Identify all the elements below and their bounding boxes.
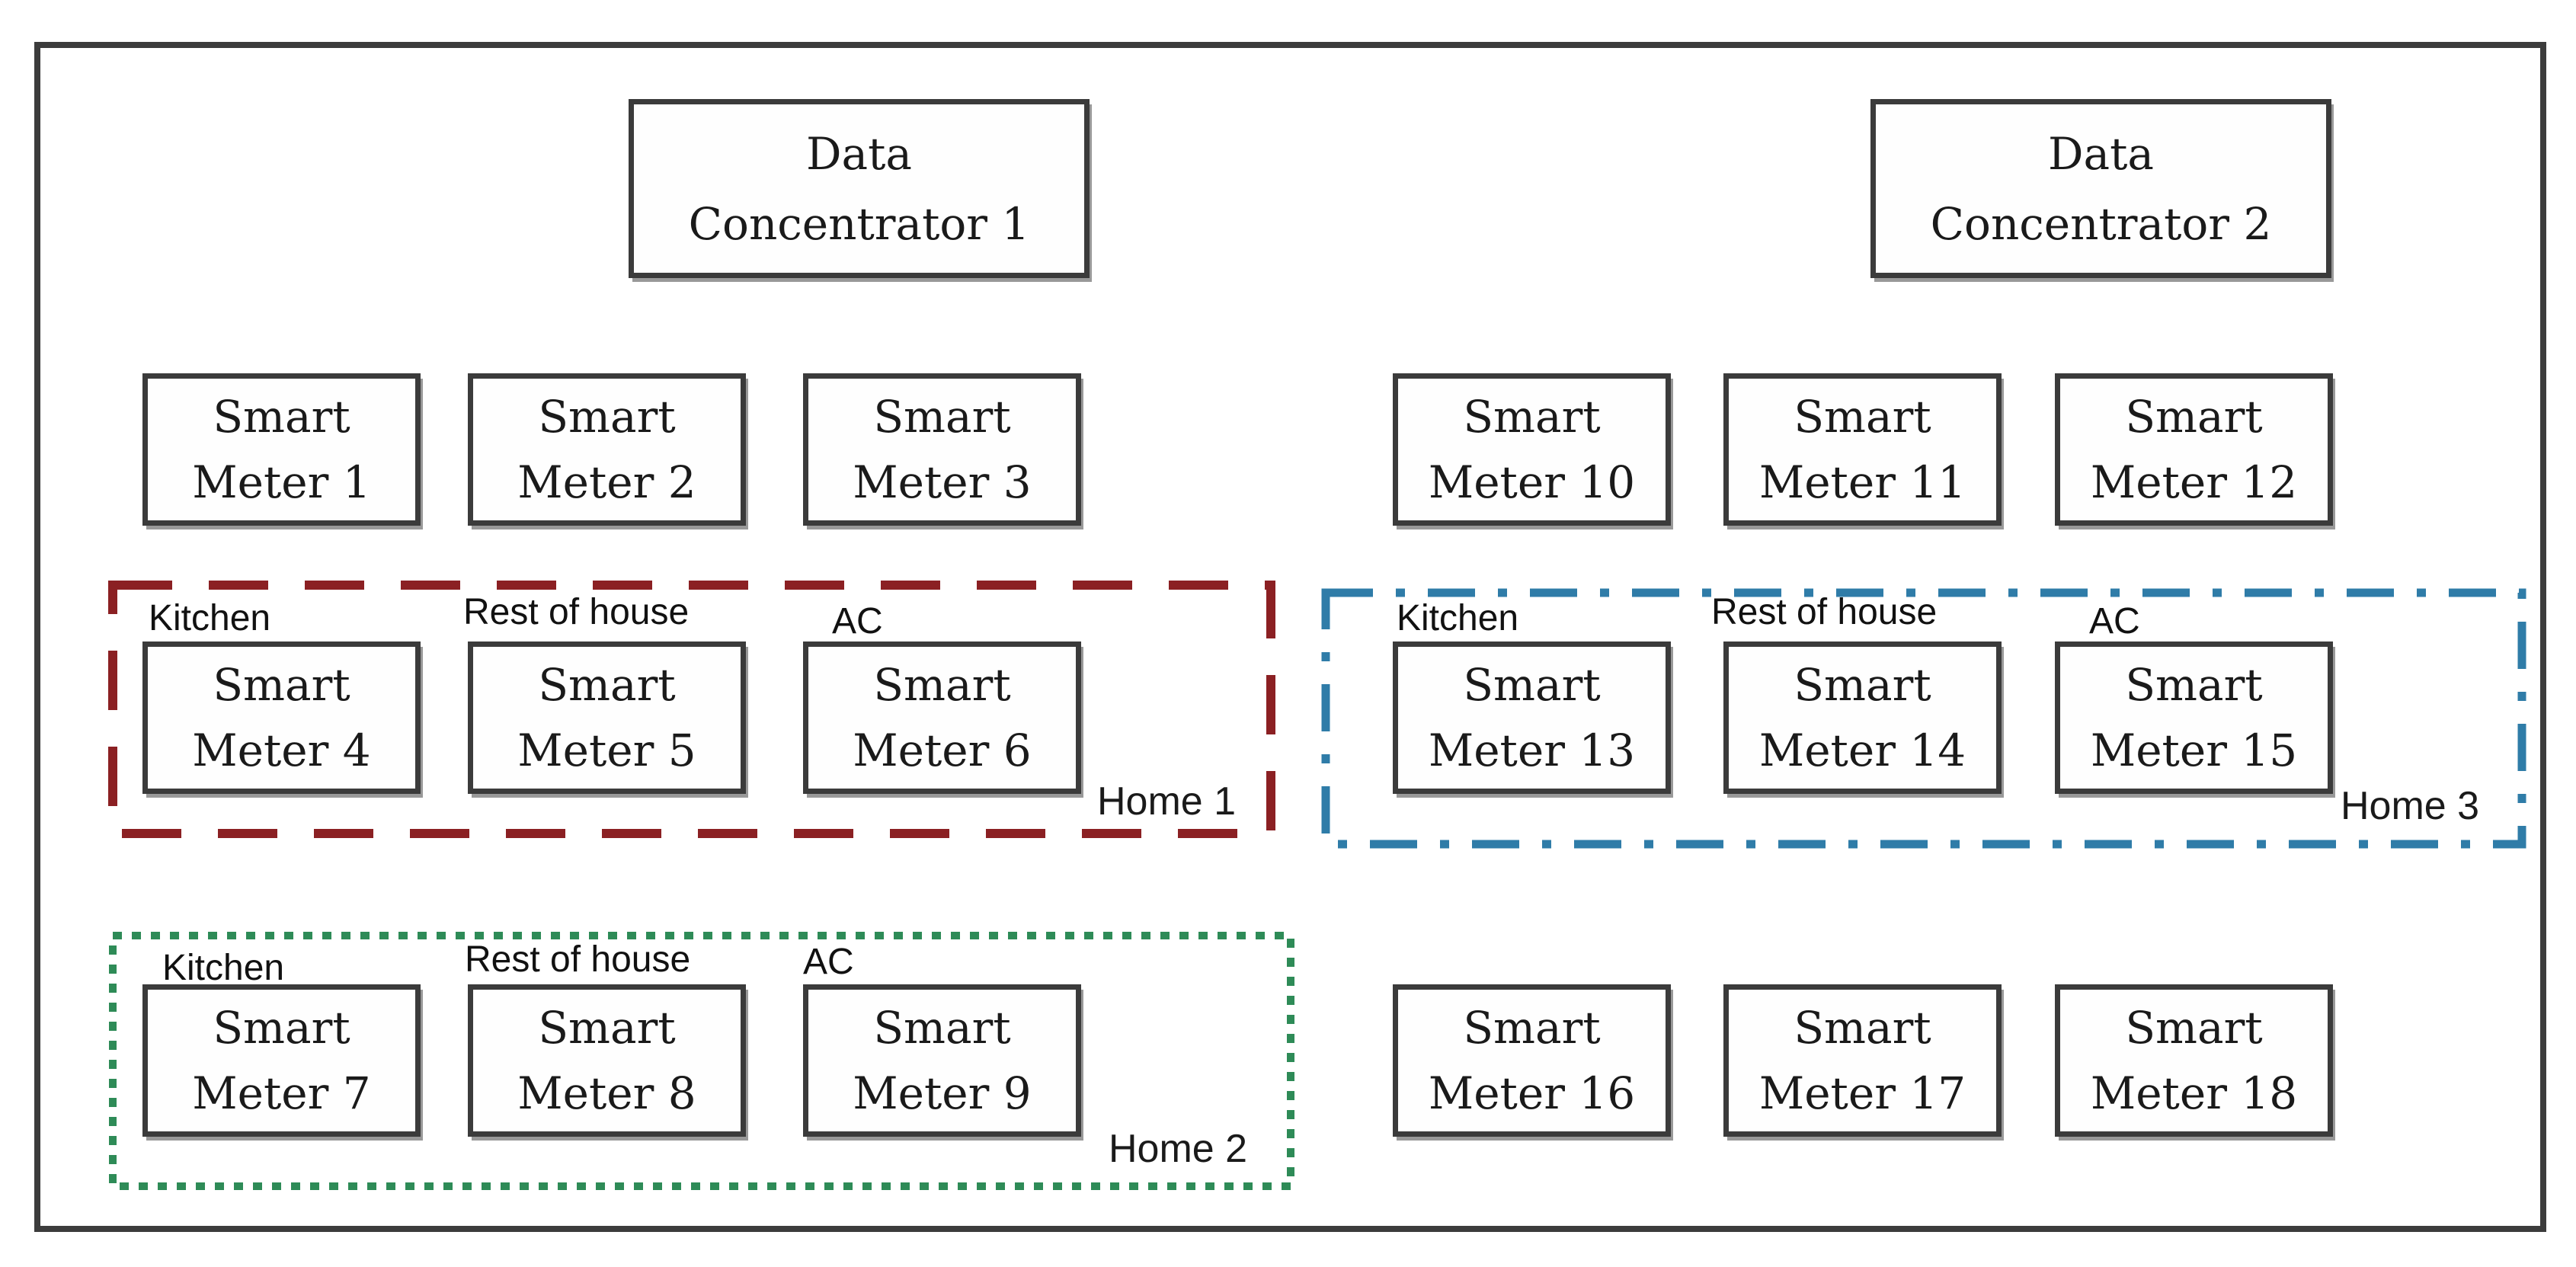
smart-meter-5-label-line1: Smart <box>538 659 676 711</box>
smart-meter-16-label-line1: Smart <box>1463 1002 1601 1054</box>
home-3-boundary <box>1321 588 2526 849</box>
home-3-room-label-kitchen: Kitchen <box>1397 598 1519 638</box>
data-concentrator-1-box: Data Concentrator 1 <box>629 99 1090 278</box>
smart-meter-6-box: Smart Meter 6 <box>803 641 1081 794</box>
smart-meter-5-box: Smart Meter 5 <box>468 641 746 794</box>
home-2-label: Home 2 <box>1109 1127 1248 1171</box>
smart-meter-3-label-line1: Smart <box>873 391 1011 443</box>
smart-meter-8-box: Smart Meter 8 <box>468 984 746 1137</box>
smart-meter-17-label-line1: Smart <box>1794 1002 1931 1054</box>
home-3-room-label-ac: AC <box>2089 601 2140 641</box>
smart-meter-18-box: Smart Meter 18 <box>2055 984 2333 1137</box>
smart-meter-14-label-line1: Smart <box>1794 659 1931 711</box>
smart-meter-18-label-line1: Smart <box>2125 1002 2263 1054</box>
smart-meter-16-label-line2: Meter 16 <box>1428 1067 1636 1119</box>
data-concentrator-1-label-line2: Concentrator 1 <box>688 197 1030 250</box>
smart-meter-7-label-line1: Smart <box>213 1002 350 1054</box>
smart-meter-11-label-line2: Meter 11 <box>1758 456 1966 508</box>
smart-meter-2-label-line2: Meter 2 <box>517 456 696 508</box>
home-3-label: Home 3 <box>2341 784 2480 828</box>
smart-meter-14-box: Smart Meter 14 <box>1723 641 2002 794</box>
smart-meter-4-label-line1: Smart <box>213 659 350 711</box>
smart-meter-17-box: Smart Meter 17 <box>1723 984 2002 1137</box>
smart-meter-1-box: Smart Meter 1 <box>142 373 421 526</box>
smart-meter-6-label-line2: Meter 6 <box>853 725 1032 776</box>
home-1-room-label-rest-of-house: Rest of house <box>463 592 690 632</box>
data-concentrator-2-box: Data Concentrator 2 <box>1870 99 2331 278</box>
smart-meter-11-box: Smart Meter 11 <box>1723 373 2002 526</box>
smart-meter-1-label-line1: Smart <box>213 391 350 443</box>
smart-meter-16-box: Smart Meter 16 <box>1393 984 1671 1137</box>
smart-meter-5-label-line2: Meter 5 <box>517 725 696 776</box>
smart-meter-15-label-line2: Meter 15 <box>2090 725 2298 776</box>
smart-meter-4-box: Smart Meter 4 <box>142 641 421 794</box>
smart-meter-9-label-line2: Meter 9 <box>853 1067 1032 1119</box>
smart-meter-3-label-line2: Meter 3 <box>853 456 1032 508</box>
smart-meter-18-label-line2: Meter 18 <box>2090 1067 2298 1119</box>
smart-meter-10-box: Smart Meter 10 <box>1393 373 1671 526</box>
smart-meter-17-label-line2: Meter 17 <box>1758 1067 1966 1119</box>
data-concentrator-2-label-line1: Data <box>2048 127 2154 180</box>
smart-meter-13-label-line1: Smart <box>1463 659 1601 711</box>
smart-meter-11-label-line1: Smart <box>1794 391 1931 443</box>
smart-meter-4-label-line2: Meter 4 <box>192 725 371 776</box>
smart-meter-9-label-line1: Smart <box>873 1002 1011 1054</box>
data-concentrator-2-label-line2: Concentrator 2 <box>1930 197 2272 250</box>
smart-meter-1-label-line2: Meter 1 <box>192 456 371 508</box>
smart-meter-2-label-line1: Smart <box>538 391 676 443</box>
smart-meter-12-label-line2: Meter 12 <box>2090 456 2298 508</box>
smart-meter-12-label-line1: Smart <box>2125 391 2263 443</box>
smart-meter-10-label-line2: Meter 10 <box>1428 456 1636 508</box>
smart-meter-2-box: Smart Meter 2 <box>468 373 746 526</box>
smart-meter-15-label-line1: Smart <box>2125 659 2263 711</box>
home-1-boundary <box>108 581 1275 838</box>
home-1-room-label-ac: AC <box>832 601 883 641</box>
home-2-room-label-ac: AC <box>803 942 854 982</box>
smart-meter-7-label-line2: Meter 7 <box>192 1067 371 1119</box>
home-2-room-label-rest-of-house: Rest of house <box>465 939 691 980</box>
home-1-room-label-kitchen: Kitchen <box>149 598 271 638</box>
smart-meter-12-box: Smart Meter 12 <box>2055 373 2333 526</box>
smart-meter-7-box: Smart Meter 7 <box>142 984 421 1137</box>
smart-meter-9-box: Smart Meter 9 <box>803 984 1081 1137</box>
smart-meter-8-label-line1: Smart <box>538 1002 676 1054</box>
home-1-label: Home 1 <box>1097 779 1237 824</box>
smart-meter-3-box: Smart Meter 3 <box>803 373 1081 526</box>
smart-meter-10-label-line1: Smart <box>1463 391 1601 443</box>
data-concentrator-1-label-line1: Data <box>806 127 912 180</box>
home-2-room-label-kitchen: Kitchen <box>162 948 285 988</box>
smart-meter-14-label-line2: Meter 14 <box>1758 725 1966 776</box>
smart-meter-6-label-line1: Smart <box>873 659 1011 711</box>
smart-meter-15-box: Smart Meter 15 <box>2055 641 2333 794</box>
home-2-boundary <box>109 932 1294 1190</box>
home-3-room-label-rest-of-house: Rest of house <box>1711 592 1938 632</box>
smart-meter-13-label-line2: Meter 13 <box>1428 725 1636 776</box>
smart-meter-8-label-line2: Meter 8 <box>517 1067 696 1119</box>
smart-meter-13-box: Smart Meter 13 <box>1393 641 1671 794</box>
